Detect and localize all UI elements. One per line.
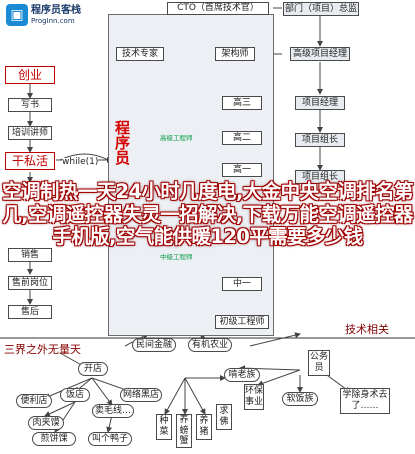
node-pm: 项目经理 — [295, 96, 345, 110]
node-architect: 架构师 — [215, 47, 255, 61]
node-senior-pm: 高级项目经理 — [290, 47, 350, 61]
loop-label: while(1) — [62, 157, 99, 167]
node-open-shop: 开店 — [78, 362, 108, 376]
node-write-book: 写书 — [8, 98, 52, 112]
node-sales: 销售 — [8, 248, 52, 262]
node-restaurant: 饭店 — [60, 388, 90, 402]
label-mid-engineer: 中级工程师 — [160, 253, 193, 261]
node-grow-vegetables: 种菜 — [156, 414, 172, 440]
node-online-store: 网络黑店 — [120, 388, 162, 402]
node-pray-buddha: 求佛 — [216, 404, 232, 430]
node-civil-servant: 公务员 — [308, 350, 330, 376]
vertical-label-programmer: 程序员 — [112, 120, 131, 170]
node-raise-pigs: 养猪 — [196, 414, 212, 440]
label-senior-engineer: 高级工程师 — [160, 134, 193, 142]
overlay-banner: 空调制热一天24小时几度电,大金中央空调排名第几,空调遥控器失灵一招解决,下载万… — [2, 180, 413, 248]
node-senior2: 高二 — [222, 131, 262, 145]
node-side-job: 干私活 — [5, 152, 55, 170]
node-cto: CTO（首席技术官） — [167, 2, 269, 15]
watermark-logo-icon: ▣ — [6, 4, 28, 26]
watermark-name: 程序员客栈 — [31, 5, 81, 16]
node-tech-expert: 技术专家 — [116, 47, 164, 61]
node-senior3: 高三 — [222, 96, 262, 110]
node-organic-farming: 有机农业 — [188, 338, 232, 352]
node-elder-leech: 啃老族 — [224, 368, 260, 382]
node-folk-finance: 民间金融 — [132, 338, 176, 352]
node-jianbing: 煎饼馃 — [32, 432, 76, 446]
node-dept-manager: 部门（项目）总监 — [283, 2, 359, 16]
node-mid1: 中一 — [222, 277, 262, 291]
node-convenience-store: 便利店 — [16, 394, 52, 408]
node-cult-skills: 学除身术去了…… — [340, 388, 390, 414]
node-aftersales: 售后 — [8, 305, 52, 319]
node-sell-yarn: 卖毛线… — [92, 404, 134, 418]
vertical-label-text: 程序员 — [113, 120, 131, 165]
node-presales: 售前岗位 — [8, 276, 52, 290]
label-sanjie: 三界之外无量天 — [4, 343, 81, 356]
node-raise-crabs: 养螃蟹 — [176, 414, 192, 448]
node-eco-business: 环保事业 — [244, 384, 264, 410]
node-startup: 创业 — [5, 66, 55, 84]
watermark-site: ProgInn.com — [31, 17, 75, 25]
node-team-lead-2: 项目组长 — [295, 170, 345, 184]
node-gigolo: 软饭族 — [282, 392, 318, 406]
label-tech-related: 技术相关 — [345, 323, 389, 336]
node-junior: 初级工程师 — [215, 315, 269, 329]
node-team-lead: 项目组长 — [295, 133, 345, 147]
node-senior1: 高一 — [222, 163, 262, 177]
node-duck: 叫个鸭子 — [88, 432, 132, 446]
node-roujiamo: 肉夹馍 — [28, 416, 64, 430]
node-trainer: 培训讲师 — [8, 126, 52, 140]
